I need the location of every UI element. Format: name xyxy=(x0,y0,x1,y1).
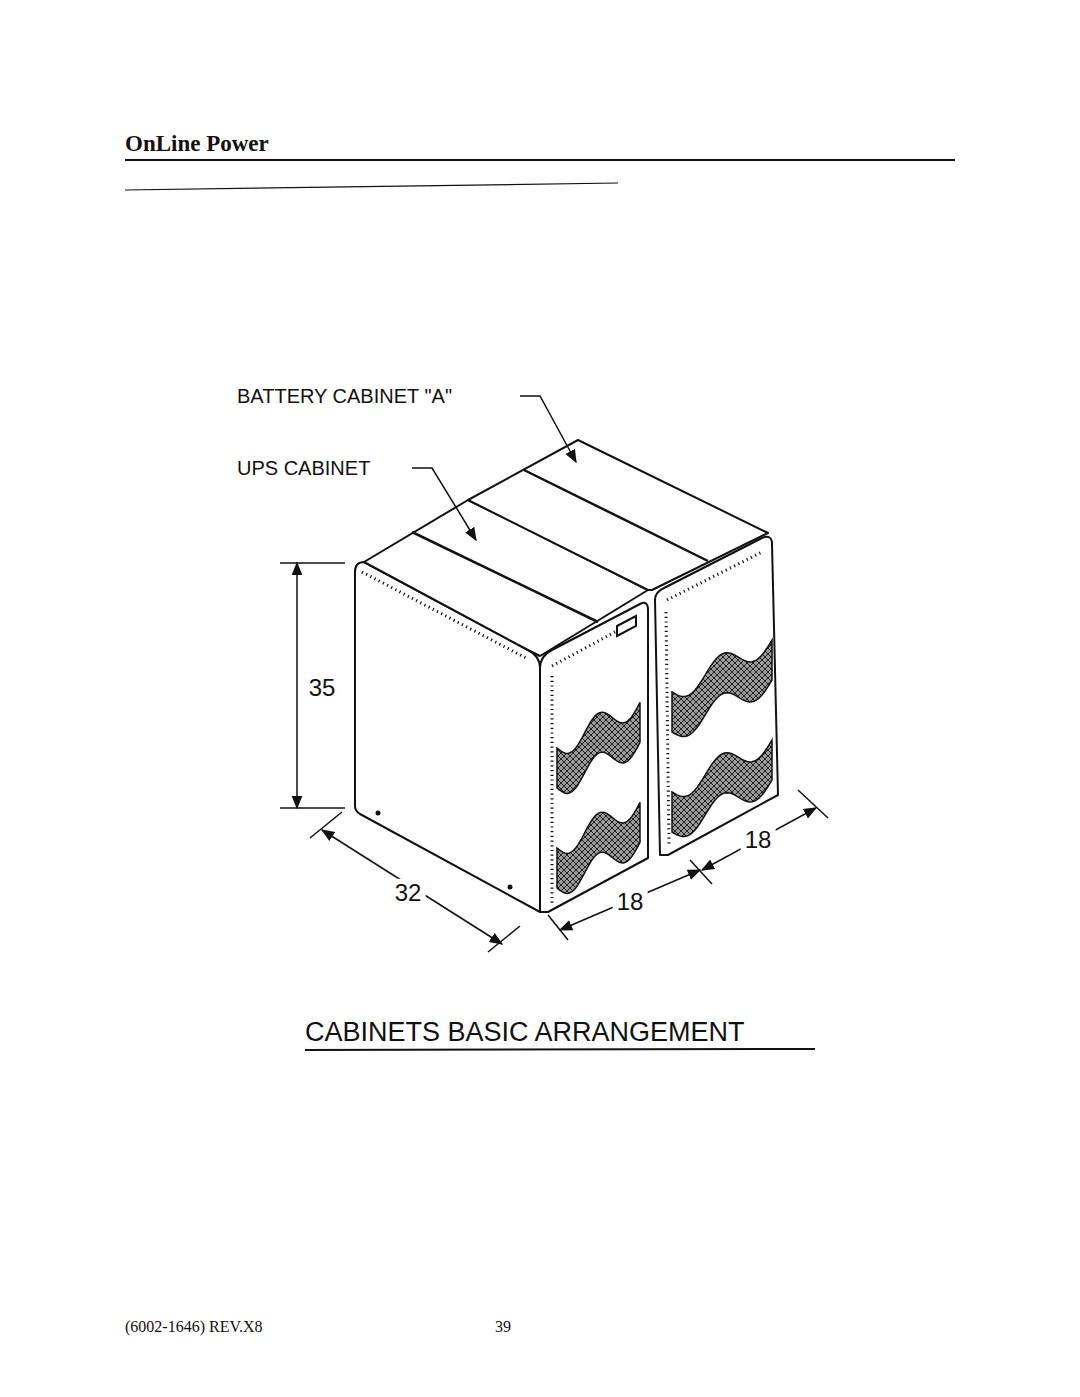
dimension-line xyxy=(702,808,816,870)
document-number: (6002-1646) REV.X8 xyxy=(125,1318,262,1336)
vent-mesh xyxy=(672,740,772,837)
extension-line xyxy=(798,790,828,818)
vent-mesh xyxy=(672,640,772,737)
extension-line xyxy=(310,812,342,838)
thin-rule xyxy=(125,183,618,190)
caption-underline xyxy=(305,1049,815,1050)
dimension-line xyxy=(560,870,700,930)
extension-line xyxy=(280,807,345,809)
part-name: UPS CABINET xyxy=(237,457,370,479)
dimension: 32 xyxy=(391,879,426,907)
screw xyxy=(376,811,381,816)
ups-front-face xyxy=(540,603,648,912)
vent-mesh xyxy=(557,702,640,793)
dimension: 18 xyxy=(613,888,648,916)
leader-line xyxy=(520,396,576,462)
extension-line xyxy=(280,562,345,564)
status-window xyxy=(617,616,636,636)
dimension-line xyxy=(296,563,298,808)
leader-line xyxy=(412,468,476,540)
extension-line xyxy=(690,860,712,884)
header-rule xyxy=(125,159,955,161)
page-title: OnLine Power xyxy=(125,131,269,156)
battery-front-face xyxy=(655,537,778,855)
screw xyxy=(508,885,513,890)
diagram-caption: CABINETS BASIC ARRANGEMENT xyxy=(305,1018,745,1048)
part-name: BATTERY CABINET "A" xyxy=(237,385,452,407)
cover-seam xyxy=(524,470,708,561)
dimension-line xyxy=(322,830,502,944)
page-number: 39 xyxy=(495,1318,511,1336)
vent-perforation xyxy=(666,612,669,846)
cover-seam xyxy=(412,532,598,622)
dimension: 35 xyxy=(305,674,340,702)
vent-mesh xyxy=(557,802,640,893)
vent-perforation xyxy=(551,676,554,905)
dimension: 18 xyxy=(741,826,776,854)
vent-perforation xyxy=(362,572,526,658)
vent-perforation xyxy=(667,552,762,600)
